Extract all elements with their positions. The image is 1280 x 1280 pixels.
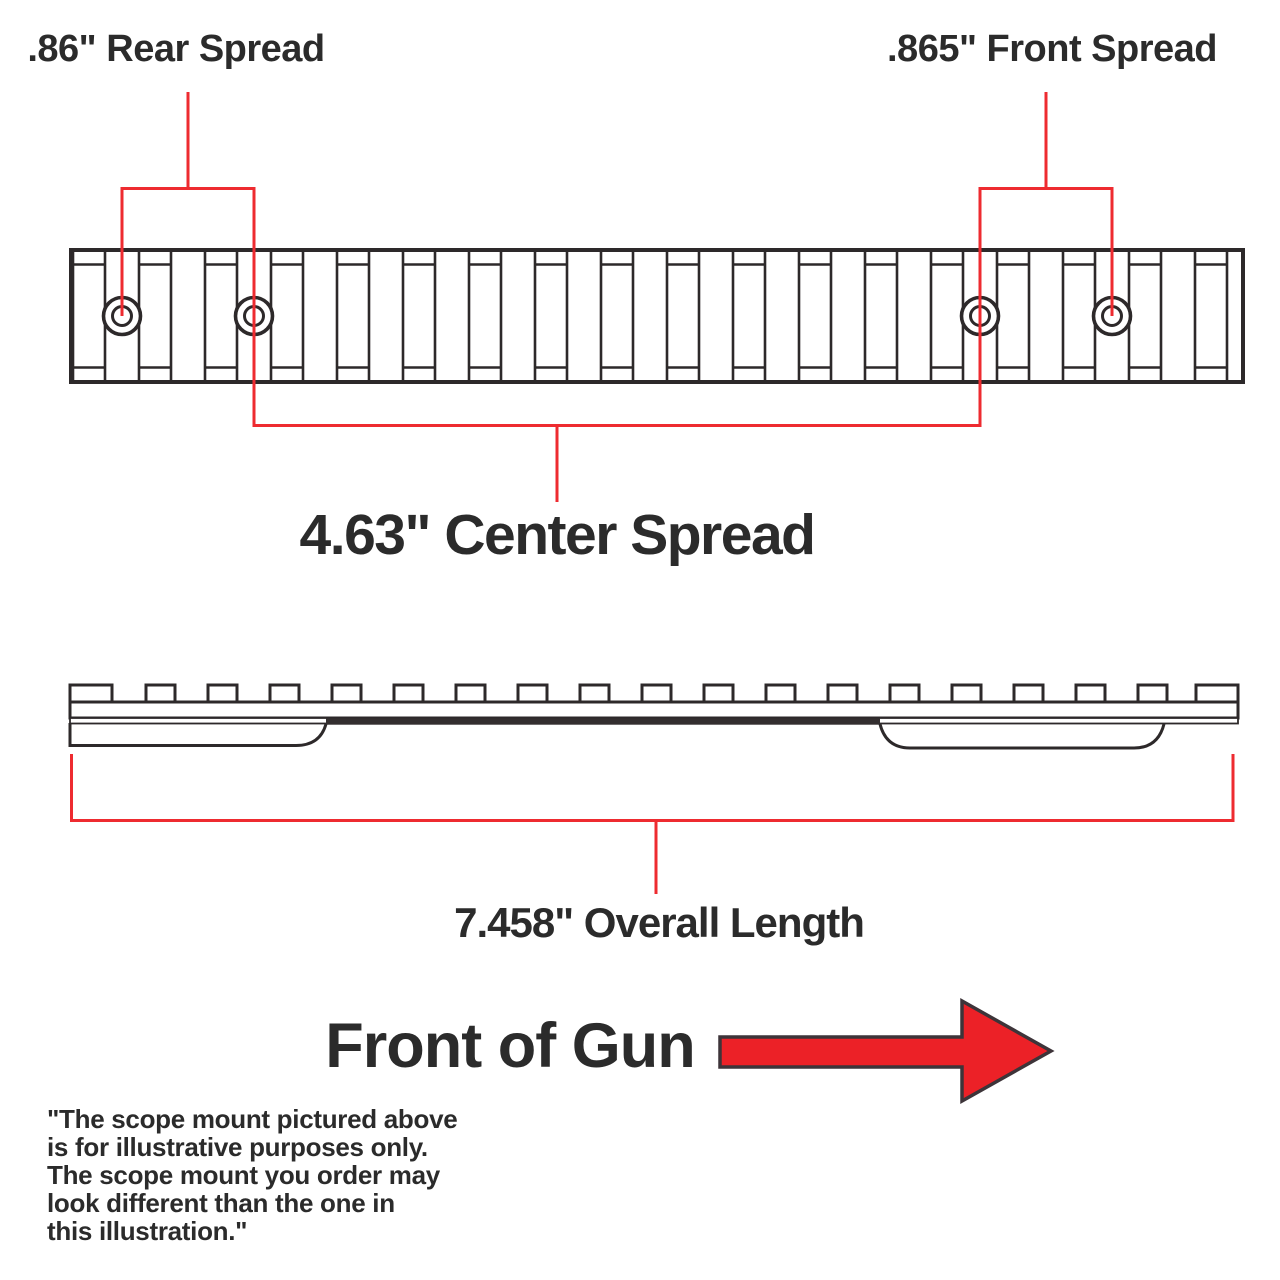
- disclaimer-line: "The scope mount pictured above: [47, 1104, 458, 1134]
- rail-tooth: [826, 683, 859, 705]
- rail-tooth: [1194, 683, 1240, 705]
- rail-tooth: [392, 683, 425, 705]
- front-of-gun-label: Front of Gun: [325, 1011, 695, 1081]
- rail-tooth: [640, 683, 673, 705]
- center-spread-bracket: [254, 424, 980, 502]
- rail-tooth: [330, 683, 363, 705]
- rail-tooth: [68, 683, 114, 705]
- rail-body: [68, 700, 1240, 720]
- rail-cross-slot: [533, 252, 569, 380]
- overall-length-bracket: [70, 754, 1235, 894]
- front-spread-bracket: [980, 92, 1112, 190]
- rail-tooth: [454, 683, 487, 705]
- rail-tooth: [764, 683, 797, 705]
- front-spread-label: .865" Front Spread: [887, 28, 1218, 70]
- disclaimer-line: look different than the one in: [47, 1188, 395, 1218]
- overall-length-label: 7.458" Overall Length: [454, 899, 865, 946]
- rail-cross-slot: [797, 252, 833, 380]
- rail-tooth: [1012, 683, 1045, 705]
- dimension-lines: [70, 92, 1235, 894]
- plate-edge-dark: [326, 718, 880, 725]
- rail-tooth: [268, 683, 301, 705]
- rail-cross-slot: [401, 252, 437, 380]
- disclaimer-line: The scope mount you order may: [47, 1160, 440, 1190]
- center-spread-label: 4.63" Center Spread: [299, 503, 816, 567]
- rail-cross-slot: [665, 252, 701, 380]
- disclaimer-line: is for illustrative purposes only.: [47, 1132, 428, 1162]
- rail-tooth: [702, 683, 735, 705]
- rail-tooth: [1136, 683, 1169, 705]
- rail-tooth: [950, 683, 983, 705]
- rail-cross-slot: [863, 252, 899, 380]
- rear-mount-block: [68, 723, 328, 747]
- rail-cross-slot: [335, 252, 371, 380]
- rear-spread-label: .86" Rear Spread: [27, 28, 325, 70]
- disclaimer-line: this illustration.": [47, 1216, 248, 1246]
- rear-spread-bracket: [122, 92, 254, 190]
- rail-tooth: [516, 683, 549, 705]
- rail-tooth: [888, 683, 921, 705]
- front-mount-block: [878, 723, 1166, 750]
- disclaimer-text: "The scope mount pictured above is for i…: [47, 1104, 458, 1246]
- rail-tooth: [1074, 683, 1107, 705]
- rail-cross-slot: [1193, 252, 1229, 380]
- rail-tooth: [578, 683, 611, 705]
- rail-cross-slot: [731, 252, 767, 380]
- front-of-gun-arrow: [718, 998, 1055, 1104]
- rail-tooth: [206, 683, 239, 705]
- rail-side-view: [68, 683, 1240, 750]
- rail-cross-slot: [467, 252, 503, 380]
- rail-top-view: [69, 248, 1245, 384]
- rail-cross-slot: [599, 252, 635, 380]
- rail-tooth: [144, 683, 177, 705]
